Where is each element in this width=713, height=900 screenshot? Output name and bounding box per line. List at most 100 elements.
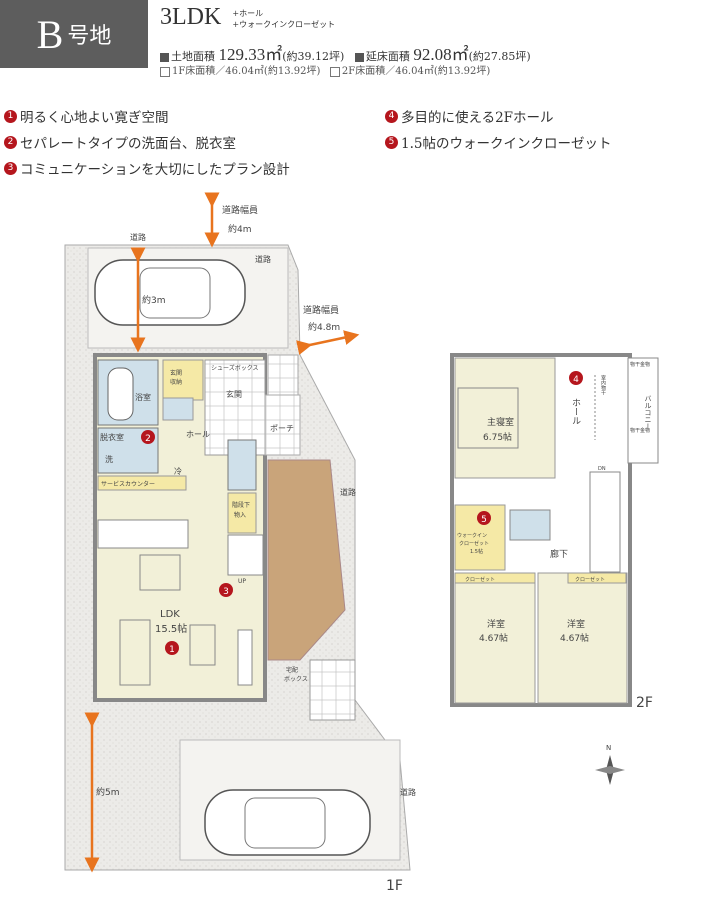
svg-text:クローゼット: クローゼット [575, 576, 605, 583]
toilet-room [227, 439, 257, 491]
svg-text:4: 4 [573, 375, 579, 385]
svg-text:クローゼット: クローゼット [465, 576, 495, 583]
marker-3 [219, 583, 233, 597]
bathtub-icon [107, 367, 134, 421]
land-area-label: 土地面積 [171, 50, 215, 63]
floor-total-tsubo: (約27.85坪) [468, 50, 531, 63]
svg-text:ウォークイン: ウォークイン [457, 532, 487, 539]
svg-text:3: 3 [223, 587, 229, 597]
svg-text:バルコニー: バルコニー [644, 395, 652, 430]
svg-text:クローゼット: クローゼット [459, 540, 489, 547]
svg-text:ボックス: ボックス [284, 675, 308, 683]
layout-type: 3LDK [160, 4, 222, 30]
lot-suffix: 号地 [67, 24, 112, 49]
svg-text:宅配: 宅配 [286, 666, 298, 674]
tv-stand [237, 629, 253, 686]
dressing-room [97, 427, 159, 474]
land-tsubo: (約39.12坪) [282, 50, 345, 63]
svg-text:道路: 道路 [340, 487, 356, 497]
svg-text:UP: UP [238, 578, 246, 585]
master-bedroom [454, 357, 556, 479]
land-area: 129.33㎡ [218, 45, 283, 64]
svg-text:6.75帖: 6.75帖 [483, 431, 512, 443]
coffee-table [189, 624, 216, 666]
svg-text:浴室: 浴室 [135, 392, 151, 402]
svg-text:LDK: LDK [160, 609, 180, 620]
western-room-2 [537, 572, 628, 704]
floor-areas: 1F床面積／46.04㎡(約13.92坪) 2F床面積／46.04㎡(約13.9… [160, 62, 490, 77]
svg-text:洗: 洗 [105, 454, 113, 464]
svg-text:DN: DN [598, 466, 606, 472]
svg-text:N: N [606, 744, 611, 752]
under-stairs-storage [227, 492, 257, 534]
svg-text:収納: 収納 [170, 378, 182, 386]
svg-text:約5m: 約5m [96, 786, 120, 798]
bed-icon [457, 387, 519, 449]
svg-text:シューズボックス: シューズボックス [211, 364, 259, 372]
floor1-label: 1F [386, 878, 403, 894]
svg-text:廊下: 廊下 [550, 548, 568, 560]
svg-text:ホール: ホール [570, 398, 581, 425]
lot-letter: B [36, 11, 64, 57]
wood-deck [267, 459, 346, 661]
floor-total-label: 延床面積 [365, 50, 410, 63]
car-bottom-icon [204, 789, 371, 856]
area-summary: 土地面積 129.33㎡(約39.12坪) 延床面積 92.08㎡(約27.85… [160, 40, 531, 65]
floor1-labels: 道路 道路 道路 道路 道路幅員 約4m 道路幅員 約4.8m 約3m 約5m … [96, 204, 416, 894]
car-top-icon [94, 259, 246, 326]
dining-table [139, 554, 181, 591]
floor1-site: 2 3 1 [64, 192, 411, 873]
stairs-2f [589, 471, 621, 573]
marker-5 [477, 511, 491, 525]
svg-text:玄関: 玄関 [226, 389, 242, 399]
svg-text:1: 1 [169, 645, 175, 655]
svg-text:約4m: 約4m [228, 223, 252, 235]
svg-text:道路: 道路 [255, 254, 271, 264]
floor-total: 92.08㎡ [413, 45, 469, 64]
svg-text:道路: 道路 [400, 787, 416, 797]
front-steps [309, 659, 356, 721]
floor2-area: 2F床面積／46.04㎡(約13.92坪) [341, 66, 491, 77]
floor2-label: 2F [636, 695, 653, 711]
svg-text:主寝室: 主寝室 [487, 416, 514, 428]
svg-text:約4.8m: 約4.8m [308, 321, 340, 333]
compass-icon: N [595, 744, 625, 785]
svg-text:約3m: 約3m [142, 294, 166, 306]
sofa [119, 619, 151, 686]
svg-text:物入: 物入 [234, 511, 246, 519]
svg-text:室内物干: 室内物干 [600, 374, 606, 396]
floor2-labels: 主寝室 6.75帖 ホール 室内物干 バルコニー 物干金物 物干金物 DN ウォ… [457, 361, 653, 711]
svg-text:物干金物: 物干金物 [630, 361, 650, 368]
svg-text:道路幅員: 道路幅員 [303, 304, 339, 316]
svg-text:15.5帖: 15.5帖 [155, 622, 187, 635]
floor1-area: 1F床面積／46.04㎡(約13.92坪) [172, 66, 321, 77]
balcony [627, 357, 659, 464]
service-counter [97, 475, 187, 491]
svg-text:サービスカウンター: サービスカウンター [101, 480, 155, 488]
kitchen-counter [97, 519, 189, 549]
wash-basin [162, 397, 194, 421]
svg-text:2: 2 [145, 434, 151, 444]
svg-text:階段下: 階段下 [232, 501, 250, 509]
svg-text:道路幅員: 道路幅員 [222, 204, 258, 216]
extra-hall: +ホール [232, 9, 264, 18]
toilet-2f [509, 509, 551, 541]
svg-text:ホール: ホール [186, 430, 210, 439]
stairs-1f [227, 534, 264, 576]
extra-wic: +ウォークインクローゼット [232, 20, 336, 29]
road-width-arrow-right [296, 330, 360, 355]
svg-text:冷: 冷 [174, 466, 182, 476]
svg-text:洋室: 洋室 [487, 618, 505, 630]
marker-1 [165, 641, 179, 655]
svg-text:物干金物: 物干金物 [630, 427, 650, 434]
svg-text:脱衣室: 脱衣室 [100, 432, 124, 442]
svg-text:ポーチ: ポーチ [270, 424, 294, 433]
svg-text:道路: 道路 [130, 232, 146, 242]
